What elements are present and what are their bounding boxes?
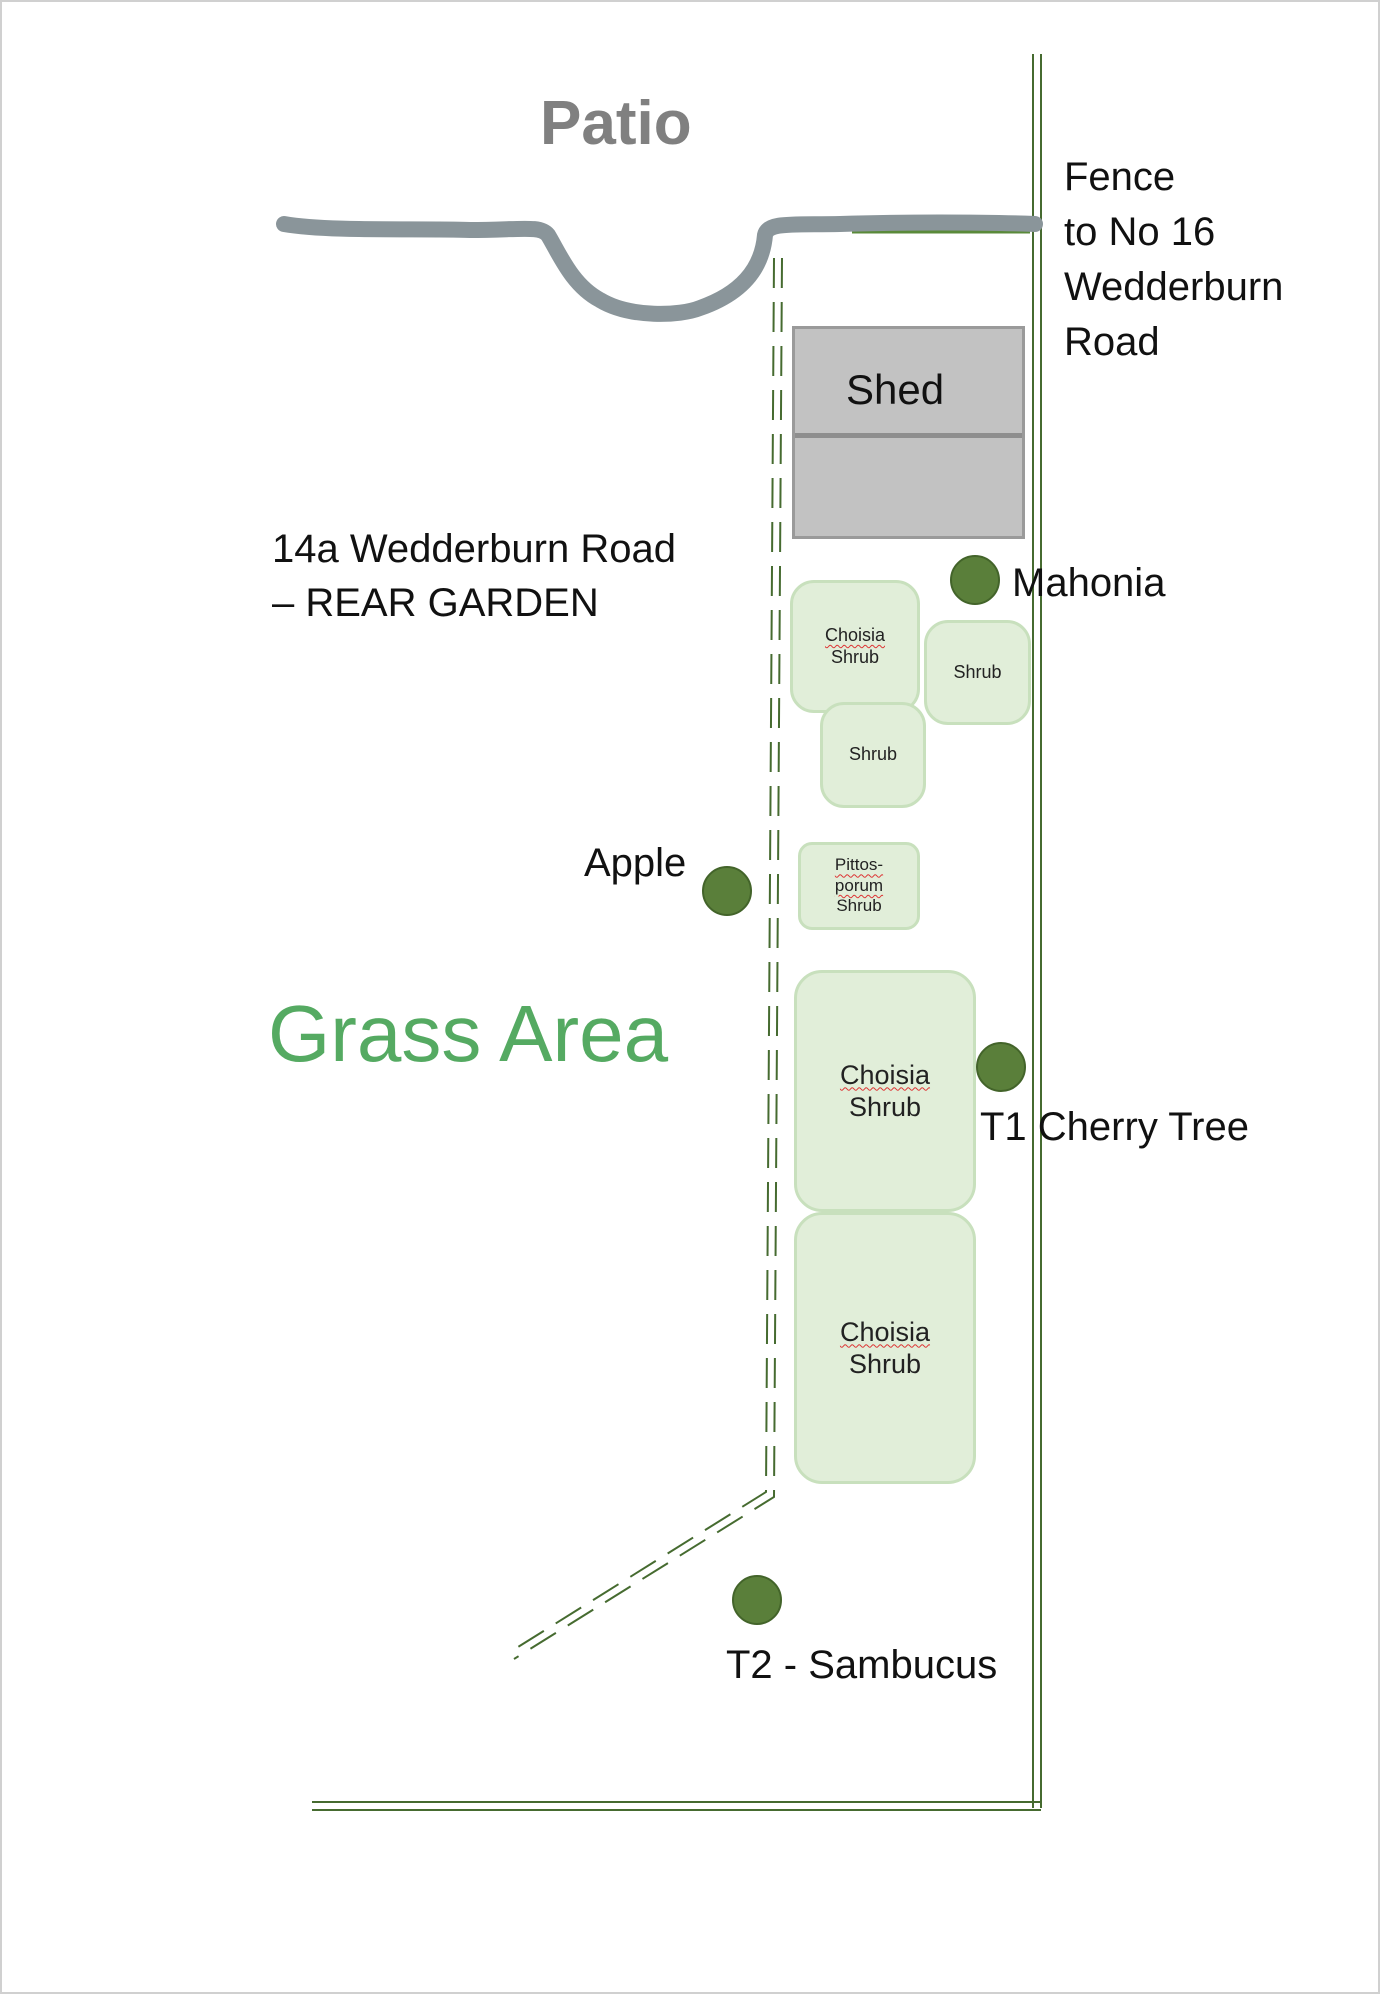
grass-area-label: Grass Area	[268, 989, 669, 1078]
fence-label-line-4: Road	[1064, 320, 1160, 364]
garden-title: 14a Wedderburn Road – REAR GARDEN	[272, 522, 676, 630]
patio-edge	[276, 214, 1043, 322]
fence-label: Fence to No 16 Wedderburn Road	[1064, 150, 1283, 370]
fence-line	[312, 54, 1042, 1811]
sambucus-label: T2 - Sambucus	[726, 1643, 998, 1687]
mahonia-label: Mahonia	[1012, 561, 1166, 605]
mahonia-tree-marker	[950, 555, 1000, 605]
shrub-label-line-1: Choisia	[839, 1059, 931, 1090]
dashed-path	[509, 257, 783, 1660]
shrub-label-line-2: Shrub	[848, 1092, 922, 1122]
shrub-label-line-2: Shrub	[848, 1349, 922, 1379]
choisia-shrub-top: Choisia Shrub	[790, 580, 920, 713]
shrub-label-line-1: Choisia	[839, 1316, 931, 1347]
shed-label: Shed	[846, 366, 945, 413]
choisia-shrub-large-1: Choisia Shrub	[794, 970, 976, 1212]
shrub-middle: Shrub	[820, 702, 926, 808]
pittosporum-shrub: Pittos- porum Shrub	[798, 842, 920, 930]
garden-title-line-2: – REAR GARDEN	[272, 581, 599, 625]
shrub-label-line-1: Choisia	[824, 624, 886, 645]
sambucus-tree-marker	[732, 1575, 782, 1625]
shrub-label-line-1: Pittos-	[834, 855, 884, 875]
apple-label: Apple	[584, 841, 687, 885]
shrub-label-line-2: porum	[834, 875, 884, 895]
shrub-label-line-3: Shrub	[836, 896, 882, 916]
cherry-tree-label: T1 Cherry Tree	[980, 1105, 1249, 1149]
choisia-shrub-large-2: Choisia Shrub	[794, 1212, 976, 1484]
cherry-tree-marker	[976, 1042, 1026, 1092]
shrub-right: Shrub	[924, 620, 1031, 725]
shed-divider	[795, 433, 1022, 438]
fence-label-line-2: to No 16	[1064, 210, 1216, 254]
shrub-label: Shrub	[953, 661, 1002, 682]
apple-tree-marker	[702, 866, 752, 916]
fence-label-line-3: Wedderburn	[1064, 265, 1284, 309]
fence-label-line-1: Fence	[1064, 155, 1176, 199]
shrub-label: Shrub	[848, 744, 898, 765]
patio-label: Patio	[540, 89, 692, 158]
garden-title-line-1: 14a Wedderburn Road	[272, 527, 676, 571]
shed	[792, 326, 1025, 539]
shrub-label-line-2: Shrub	[830, 646, 880, 667]
